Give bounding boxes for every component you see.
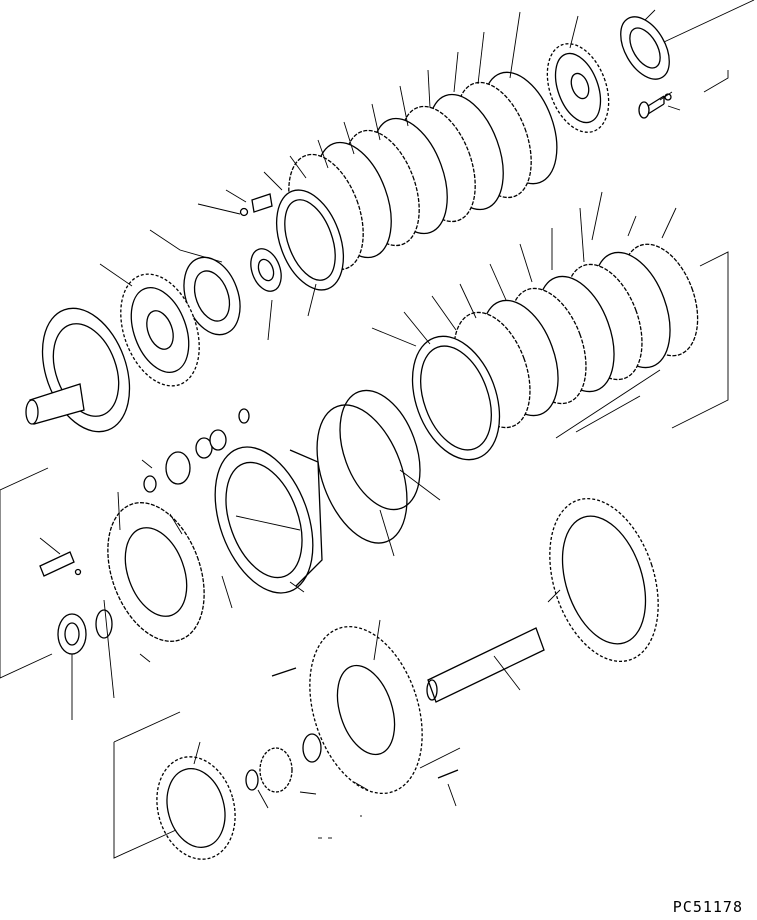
drawing-code: PC51178	[672, 898, 743, 916]
spline-gear	[259, 747, 293, 793]
pinion-shaft	[39, 551, 82, 577]
spring-pin	[271, 667, 459, 779]
leader-lines	[39, 9, 681, 809]
planet-gears-small	[143, 408, 250, 493]
carrier-gear	[120, 273, 200, 387]
sun-gear-plate	[309, 625, 423, 795]
output-shaft-flange	[25, 307, 131, 433]
drive-gear-top	[546, 43, 610, 133]
bearing-cover	[620, 16, 670, 80]
clutch-pack-middle	[411, 243, 699, 461]
clutch-pack-top	[276, 71, 558, 291]
bearing-left	[57, 609, 113, 655]
spring-retainer	[250, 248, 282, 292]
retaining-bolt	[638, 93, 672, 119]
group-brackets	[0, 0, 755, 859]
ring-gear-large	[549, 497, 659, 663]
bolt-and-washer	[239, 193, 273, 217]
minor-marks	[318, 815, 362, 839]
piston-seal-rings	[316, 389, 421, 544]
planetary-carrier	[107, 502, 205, 642]
planet-carrier-housing	[214, 446, 323, 594]
input-shaft	[426, 627, 545, 703]
drum-gear	[156, 756, 259, 860]
bushing	[302, 733, 322, 763]
